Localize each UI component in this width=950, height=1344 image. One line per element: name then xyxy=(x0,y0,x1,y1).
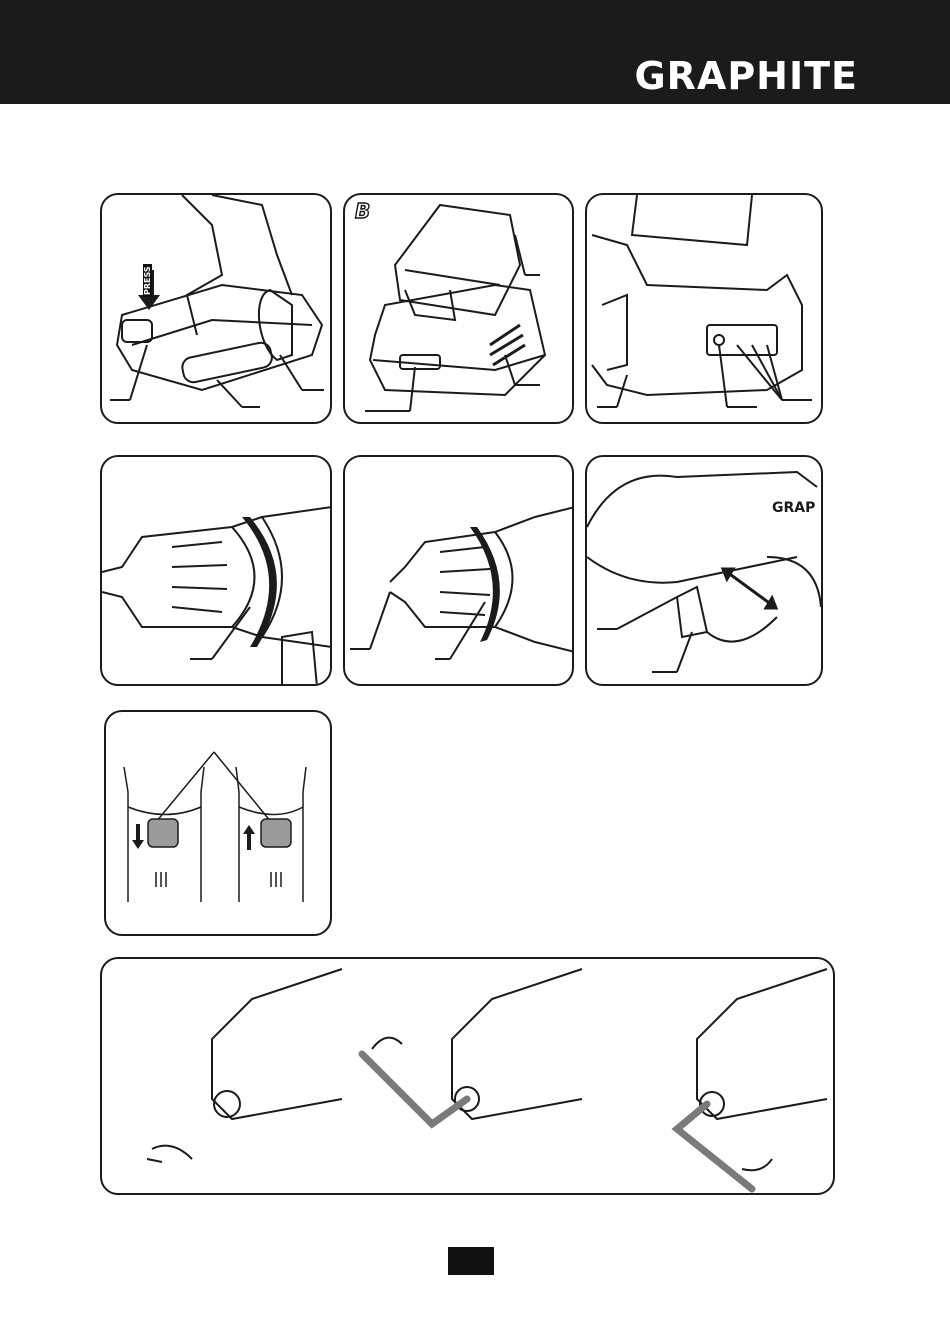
charger-illustration xyxy=(345,195,572,422)
battery-release-illustration xyxy=(102,195,330,422)
chuck-tighten-illustration xyxy=(345,457,572,684)
figure-chuck-direction xyxy=(100,455,332,686)
chuck-direction-illustration xyxy=(102,457,330,684)
figure-battery-release: PRESS xyxy=(100,193,332,424)
figure-battery-charger: B xyxy=(343,193,574,424)
figure-trigger-lock xyxy=(104,710,332,936)
battery-indicator-illustration xyxy=(587,195,821,422)
figure-direction-switch: GRAP xyxy=(585,455,823,686)
figure-battery-indicator xyxy=(585,193,823,424)
figure-chuck-removal xyxy=(100,957,835,1195)
trigger-lock-illustration xyxy=(106,712,330,934)
page-number xyxy=(448,1247,494,1275)
page-header: GRAPHITE xyxy=(0,0,950,104)
chuck-removal-illustration xyxy=(102,959,833,1193)
figure-chuck-tighten xyxy=(343,455,574,686)
brand-logo: GRAPHITE xyxy=(634,56,858,96)
direction-switch-illustration: GRAP xyxy=(587,457,821,684)
press-label: PRESS xyxy=(143,264,152,297)
svg-text:GRAP: GRAP xyxy=(772,500,815,516)
